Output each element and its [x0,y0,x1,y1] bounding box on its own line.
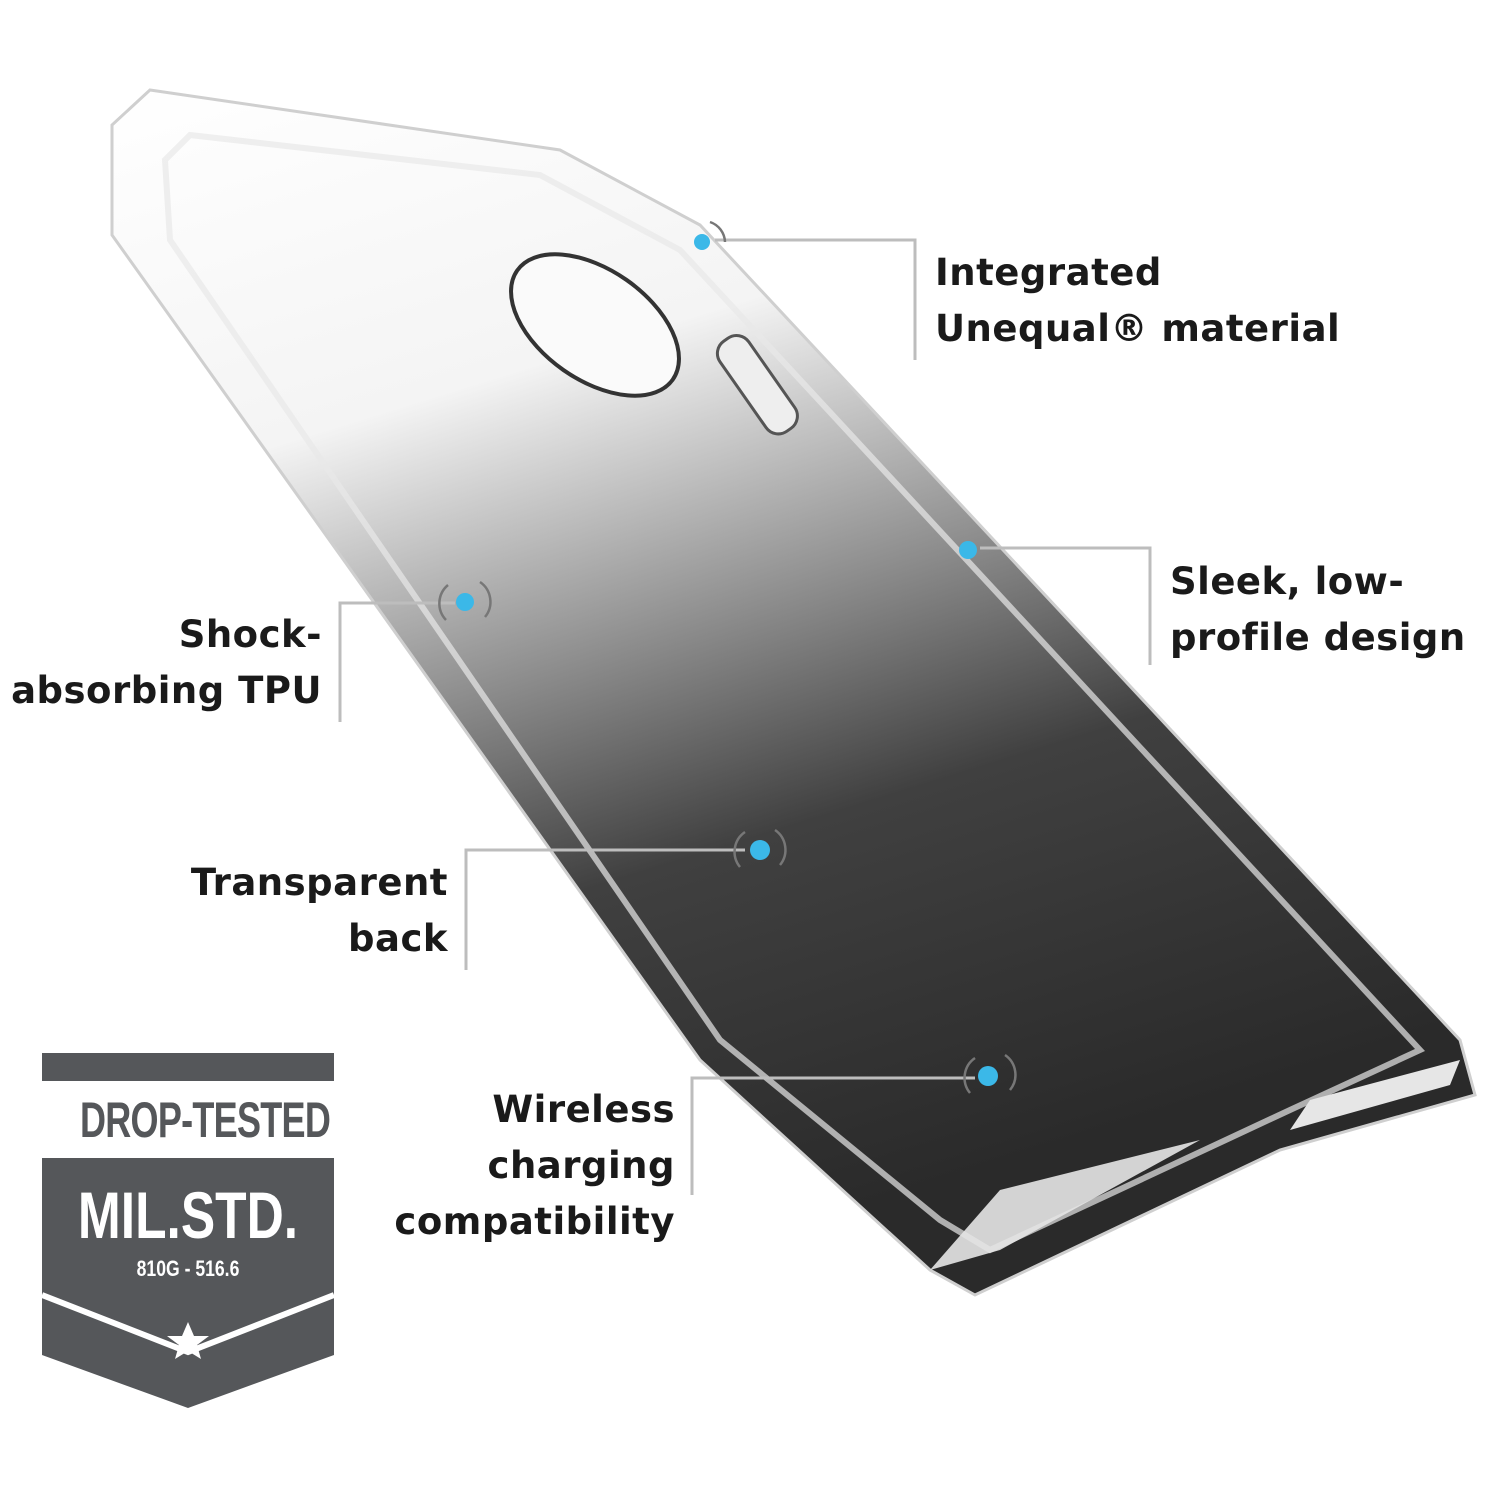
callout-dot-integrated [694,234,710,250]
feature-transparent: Transparent back [191,855,448,967]
callout-dot-transparent [750,840,770,860]
feature-line: profile design [1170,616,1466,659]
button-cutout [715,334,799,436]
phone-case [110,88,1477,1297]
feature-shock: Shock- absorbing TPU [11,607,322,719]
badge-sub-text: 810G - 516.6 [136,1256,240,1281]
camera-cutout [509,252,681,398]
mil-std-badge [40,1053,336,1408]
badge-main-text: MIL.STD. [77,1178,299,1252]
callout-rings [438,220,1017,1094]
feature-line: Shock- [178,613,322,656]
callout-dots [456,234,998,1086]
callout-dot-wireless [978,1066,998,1086]
feature-sleek: Sleek, low- profile design [1170,554,1466,666]
feature-line: compatibility [394,1200,675,1243]
callout-dot-sleek [959,541,977,559]
callout-lines [338,238,1152,1195]
feature-line: back [348,917,448,960]
feature-line: Transparent [190,861,448,904]
feature-wireless: Wireless charging compatibility [394,1082,675,1250]
feature-line: Sleek, low- [1170,560,1405,603]
badge-top-text: DROP-TESTED [79,1092,331,1148]
callout-dot-shock [456,593,474,611]
feature-line: absorbing TPU [11,669,322,712]
feature-line: Wireless [492,1088,675,1131]
star-icon [167,1322,209,1359]
feature-line: Integrated [935,251,1162,294]
feature-line: charging [487,1144,675,1187]
feature-line: Unequal® material [935,307,1341,350]
feature-integrated: Integrated Unequal® material [935,245,1340,357]
